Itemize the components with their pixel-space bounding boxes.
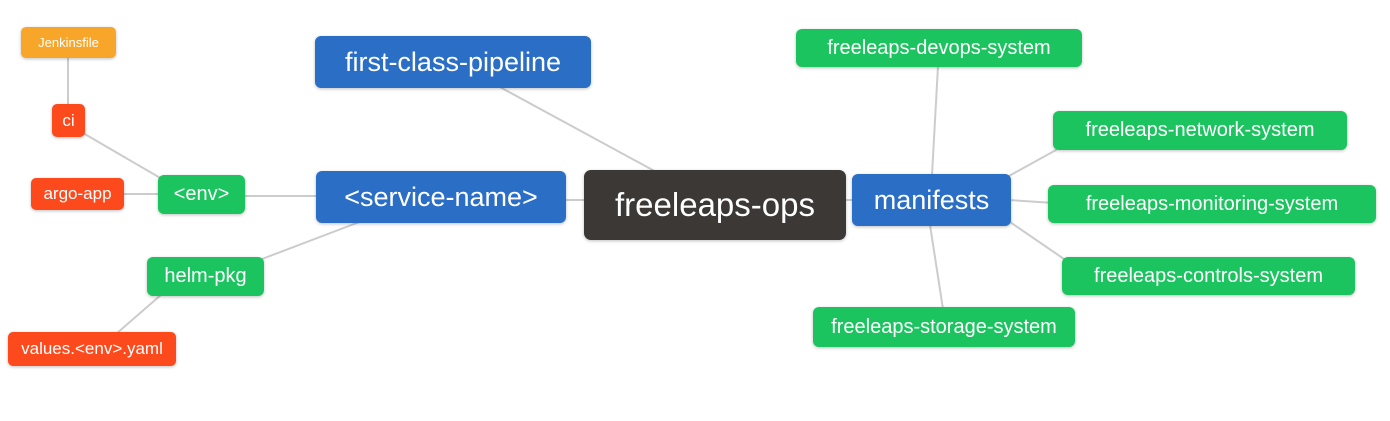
node-argo-app[interactable]: argo-app <box>31 178 124 210</box>
node-freeleaps-controls-system[interactable]: freeleaps-controls-system <box>1062 257 1355 295</box>
edge-helm-pkg-values <box>115 293 163 335</box>
node-freeleaps-network-system[interactable]: freeleaps-network-system <box>1053 111 1347 150</box>
node-freeleaps-monitoring-system[interactable]: freeleaps-monitoring-system <box>1048 185 1376 223</box>
edge-manifests-network <box>1008 149 1057 177</box>
node-values-env-yaml[interactable]: values.<env>.yaml <box>8 332 176 366</box>
node-freeleaps-storage-system[interactable]: freeleaps-storage-system <box>813 307 1075 347</box>
edge-manifests-devops <box>931 65 939 176</box>
node-ci[interactable]: ci <box>52 104 85 137</box>
edge-ci-env <box>82 132 163 180</box>
node-service-name[interactable]: <service-name> <box>316 171 566 223</box>
node-freeleaps-ops[interactable]: freeleaps-ops <box>584 170 846 240</box>
edge-service-name-helm-pkg <box>261 220 363 260</box>
node-jenkinsfile[interactable]: Jenkinsfile <box>21 27 116 58</box>
node-helm-pkg[interactable]: helm-pkg <box>147 257 264 296</box>
edge-pipeline-ops <box>497 85 661 175</box>
node-env[interactable]: <env> <box>158 175 245 214</box>
edge-manifests-monitoring <box>1008 199 1055 204</box>
node-manifests[interactable]: manifests <box>852 174 1011 226</box>
edge-manifests-controls <box>1009 221 1065 260</box>
node-freeleaps-devops-system[interactable]: freeleaps-devops-system <box>796 29 1082 67</box>
edge-manifests-storage <box>929 224 944 310</box>
node-first-class-pipeline[interactable]: first-class-pipeline <box>315 36 591 88</box>
